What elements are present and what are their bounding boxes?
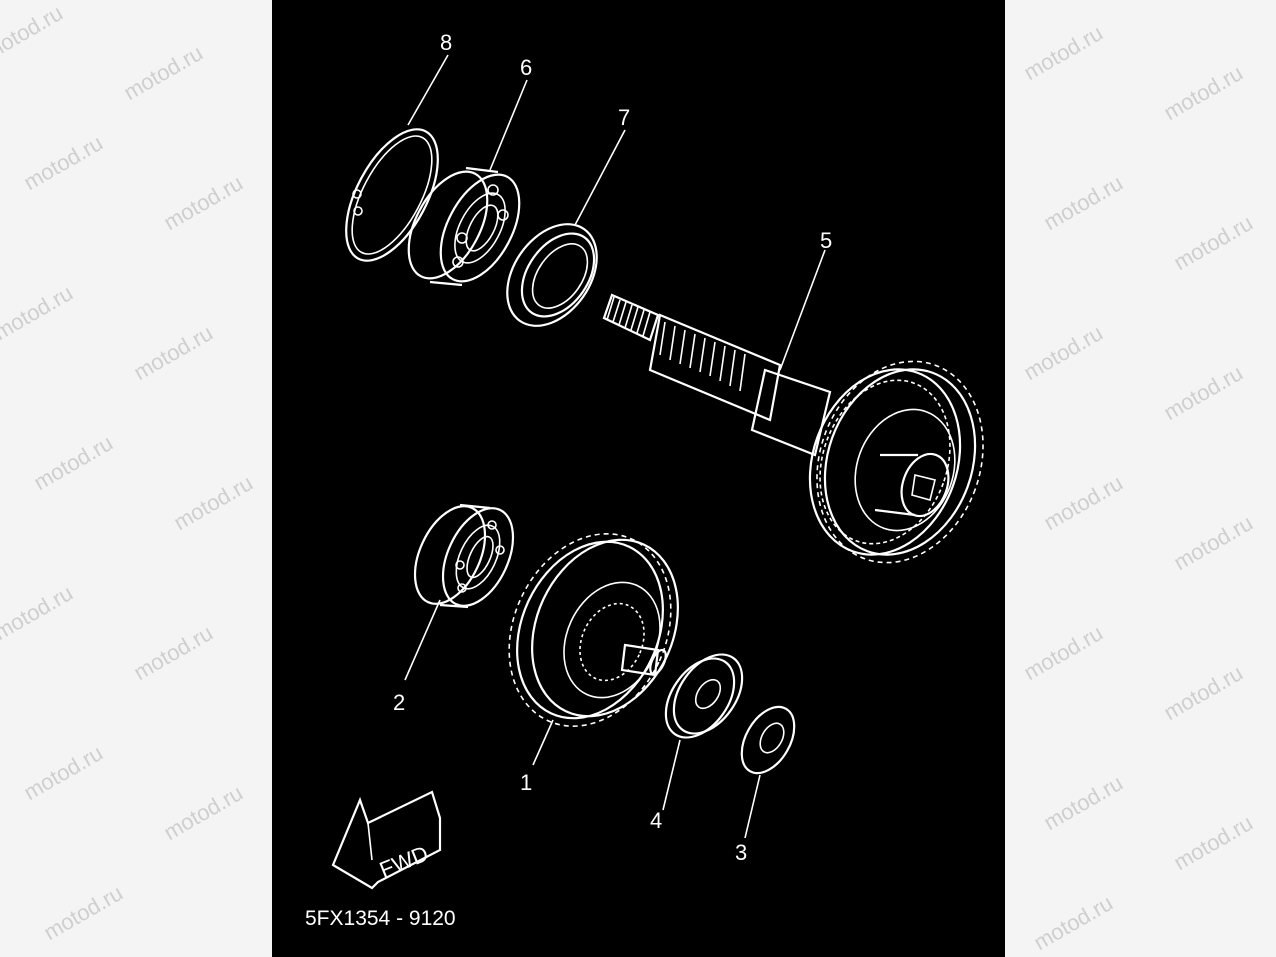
watermark: motod.ru bbox=[29, 430, 118, 496]
bearing-part-6 bbox=[407, 166, 521, 287]
watermark: motod.ru bbox=[1039, 170, 1128, 236]
watermark: motod.ru bbox=[19, 130, 108, 196]
leader-5 bbox=[779, 249, 826, 371]
watermark: motod.ru bbox=[1169, 210, 1258, 276]
watermark: motod.ru bbox=[169, 470, 258, 536]
fwd-label: FWD bbox=[376, 841, 432, 883]
oil-seal-part-7 bbox=[506, 223, 598, 327]
part-label-1: 1 bbox=[520, 770, 532, 795]
leader-lines bbox=[404, 54, 826, 839]
diagram-canvas: 8 6 7 5 2 1 4 3 FWD 5FX1354 - 9120 bbox=[305, 30, 984, 930]
watermark: motod.ru bbox=[1039, 770, 1128, 836]
leader-6 bbox=[489, 79, 528, 171]
drawing-code: 5FX1354 - 9120 bbox=[305, 907, 456, 930]
watermark: motod.ru bbox=[0, 580, 78, 646]
watermark: motod.ru bbox=[1029, 890, 1118, 956]
watermark: motod.ru bbox=[1019, 320, 1108, 386]
leader-1 bbox=[532, 719, 554, 766]
watermark: motod.ru bbox=[1159, 660, 1248, 726]
part-label-4: 4 bbox=[650, 808, 662, 833]
part-label-7: 7 bbox=[618, 105, 630, 130]
leader-4 bbox=[662, 739, 681, 811]
watermark: motod.ru bbox=[119, 40, 208, 106]
watermark: motod.ru bbox=[159, 170, 248, 236]
watermark: motod.ru bbox=[0, 0, 68, 66]
washer-part-4 bbox=[664, 653, 744, 739]
part-label-8: 8 bbox=[440, 30, 452, 55]
watermark: motod.ru bbox=[1159, 60, 1248, 126]
part-label-3: 3 bbox=[735, 840, 747, 865]
part-label-2: 2 bbox=[393, 690, 405, 715]
watermark: motod.ru bbox=[39, 880, 128, 946]
gear-part-1 bbox=[508, 533, 679, 727]
watermark: motod.ru bbox=[1169, 510, 1258, 576]
part-label-6: 6 bbox=[520, 55, 532, 80]
leader-7 bbox=[574, 129, 626, 226]
fwd-arrow: FWD bbox=[331, 790, 442, 890]
watermark: motod.ru bbox=[129, 620, 218, 686]
watermark: motod.ru bbox=[1039, 470, 1128, 536]
watermark: motod.ru bbox=[159, 780, 248, 846]
washer-part-3 bbox=[740, 705, 796, 775]
watermark: motod.ru bbox=[129, 320, 218, 386]
part-label-5: 5 bbox=[820, 228, 832, 253]
watermark: motod.ru bbox=[1019, 620, 1108, 686]
watermark: motod.ru bbox=[1169, 810, 1258, 876]
bearing-part-2 bbox=[413, 503, 515, 609]
watermark: motod.ru bbox=[0, 280, 78, 346]
leader-3 bbox=[744, 774, 761, 839]
shaft-gear-part-5 bbox=[602, 293, 984, 564]
watermark: motod.ru bbox=[19, 740, 108, 806]
leader-8 bbox=[407, 54, 449, 126]
circlip-part-8 bbox=[345, 128, 439, 262]
watermark: motod.ru bbox=[1159, 360, 1248, 426]
leader-2 bbox=[404, 599, 441, 681]
watermark: motod.ru bbox=[1019, 20, 1108, 86]
exploded-parts-diagram: 8 6 7 5 2 1 4 3 FWD 5FX1354 - 9120 bbox=[272, 0, 1005, 957]
